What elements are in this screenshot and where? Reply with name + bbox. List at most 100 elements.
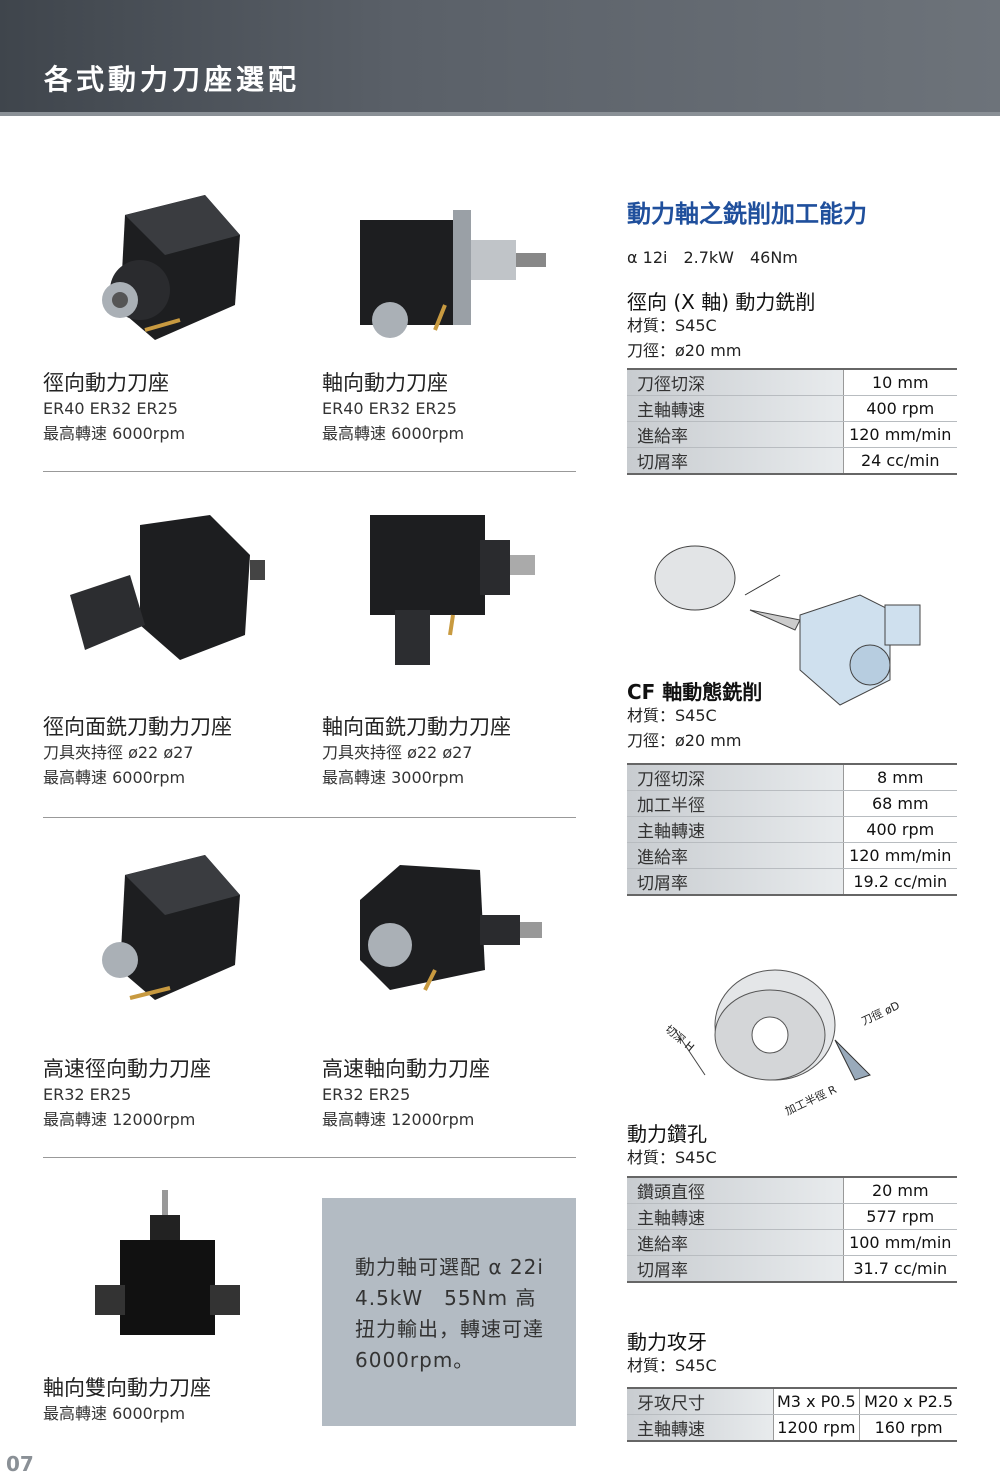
row-label: 加工半徑 xyxy=(627,790,843,817)
page-title: 各式動力刀座選配 xyxy=(44,63,301,96)
material: 材質：S45C xyxy=(627,316,717,335)
row-label: 鑽頭直徑 xyxy=(627,1176,843,1204)
product-title: 軸向動力刀座 xyxy=(322,371,448,395)
drilling-title: 動力鑽孔 xyxy=(627,1122,707,1146)
product-speed: 最高轉速 6000rpm xyxy=(43,424,186,443)
product-title: 軸向面銑刀動力刀座 xyxy=(322,715,511,739)
page-number: 07 xyxy=(6,1452,34,1476)
product-high-speed-axial: 高速軸向動力刀座 ER32 ER25 最高轉速 12000rpm xyxy=(322,1056,582,1132)
row-label: 進給率 xyxy=(627,1229,843,1256)
product-spec: ER40 ER32 ER25 xyxy=(43,399,178,418)
product-spec: 刀具夾持徑 ø22 ø27 xyxy=(322,743,473,762)
tool-diameter: 刀徑：ø20 mm xyxy=(627,731,742,750)
product-spec: 刀具夾持徑 ø22 ø27 xyxy=(43,743,194,762)
product-title: 徑向面銑刀動力刀座 xyxy=(43,715,232,739)
row-label: 主軸轉速 xyxy=(627,1414,773,1442)
product-spec: ER32 ER25 xyxy=(322,1085,411,1104)
axial-tool-holder-image xyxy=(360,210,546,338)
row-value: 8 mm xyxy=(842,763,957,791)
radial-face-mill-holder-image xyxy=(70,515,265,660)
row-value: M20 x P2.5 xyxy=(859,1387,957,1415)
drilling-diagram: 切深 H 刀徑 øD 加工半徑 R xyxy=(655,960,945,1120)
axial-dual-holder-image xyxy=(95,1190,240,1335)
product-title: 軸向雙向動力刀座 xyxy=(43,1376,211,1400)
row-label: 進給率 xyxy=(627,842,843,869)
header-banner: 各式動力刀座選配 xyxy=(0,0,1000,116)
row-value: 577 rpm xyxy=(842,1203,957,1230)
row-label: 進給率 xyxy=(627,421,843,448)
radial-tool-holder-image xyxy=(102,195,240,340)
row-value: 120 mm/min xyxy=(842,421,957,448)
row-value: 24 cc/min xyxy=(842,447,957,475)
row-label: 切屑率 xyxy=(627,1255,843,1283)
tapping-title: 動力攻牙 xyxy=(627,1330,707,1354)
product-speed: 最高轉速 12000rpm xyxy=(43,1110,196,1129)
product-speed: 最高轉速 6000rpm xyxy=(43,768,186,787)
cf-milling-diagram xyxy=(654,545,921,706)
material: 材質：S45C xyxy=(627,1356,717,1375)
row-value: 100 mm/min xyxy=(842,1229,957,1256)
product-title: 高速軸向動力刀座 xyxy=(322,1057,490,1081)
product-speed: 最高轉速 12000rpm xyxy=(322,1110,475,1129)
product-speed: 最高轉速 6000rpm xyxy=(43,1404,186,1423)
motor-spec: α 12i 2.7kW 46Nm xyxy=(627,248,798,267)
section-heading: 動力軸之銑削加工能力 xyxy=(627,200,867,228)
high-speed-radial-holder-image xyxy=(102,855,240,1000)
row-value: M3 x P0.5 xyxy=(772,1387,860,1415)
row-value: 10 mm xyxy=(842,368,957,396)
row-value: 1200 rpm xyxy=(772,1414,860,1442)
material: 材質：S45C xyxy=(627,706,717,725)
cf-milling-title: CF 軸動態銑削 xyxy=(627,680,763,704)
row-value: 160 rpm xyxy=(859,1414,957,1442)
row-value: 68 mm xyxy=(842,790,957,817)
high-speed-axial-holder-image xyxy=(360,865,542,991)
row-label: 主軸轉速 xyxy=(627,1203,843,1230)
product-spec: ER40 ER32 ER25 xyxy=(322,399,457,418)
row-label: 主軸轉速 xyxy=(627,816,843,843)
divider xyxy=(43,817,576,818)
row-value: 400 rpm xyxy=(842,395,957,422)
row-label: 主軸轉速 xyxy=(627,395,843,422)
row-value: 20 mm xyxy=(842,1176,957,1204)
product-radial-holder: 徑向動力刀座 ER40 ER32 ER25 最高轉速 6000rpm xyxy=(43,370,303,446)
axial-face-mill-holder-image xyxy=(370,515,535,665)
row-value: 31.7 cc/min xyxy=(842,1255,957,1283)
product-axial-holder: 軸向動力刀座 ER40 ER32 ER25 最高轉速 6000rpm xyxy=(322,370,582,446)
row-label: 切屑率 xyxy=(627,868,843,896)
product-spec: ER32 ER25 xyxy=(43,1085,132,1104)
product-axial-dual: 軸向雙向動力刀座最高轉速 6000rpm xyxy=(43,1375,303,1426)
product-speed: 最高轉速 6000rpm xyxy=(322,424,465,443)
material: 材質：S45C xyxy=(627,1148,717,1167)
row-label: 牙攻尺寸 xyxy=(627,1387,773,1415)
divider xyxy=(43,1157,576,1158)
row-value: 120 mm/min xyxy=(842,842,957,869)
product-title: 徑向動力刀座 xyxy=(43,371,169,395)
divider xyxy=(43,471,576,472)
row-label: 刀徑切深 xyxy=(627,763,843,791)
row-label: 刀徑切深 xyxy=(627,368,843,396)
product-radial-face-mill: 徑向面銑刀動力刀座刀具夾持徑 ø22 ø27 最高轉速 6000rpm xyxy=(43,714,303,790)
option-note: 動力軸可選配 α 22i 4.5kW 55Nm 高扭力輸出，轉速可達 6000r… xyxy=(322,1198,576,1426)
row-value: 19.2 cc/min xyxy=(842,868,957,896)
radial-milling-title: 徑向 (X 軸) 動力銑削 xyxy=(627,290,816,314)
row-value: 400 rpm xyxy=(842,816,957,843)
